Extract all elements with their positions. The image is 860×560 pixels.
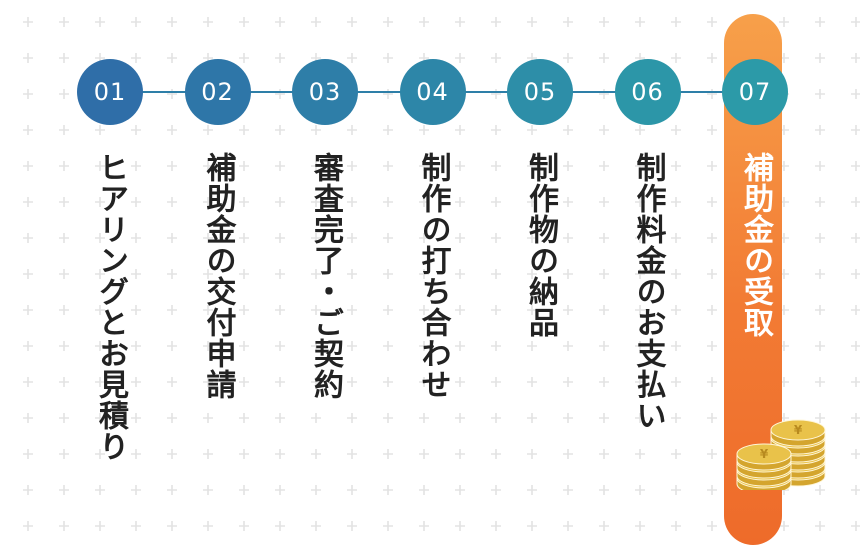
step-label: 制作料金のお支払い <box>630 152 666 431</box>
step-06: 06 制作料金のお支払い <box>614 59 681 431</box>
step-label: 補助金の交付申請 <box>200 152 236 400</box>
step-02: 02 補助金の交付申請 <box>184 59 251 400</box>
step-number-circle: 03 <box>292 59 358 125</box>
step-label: 補助金の受取 <box>738 152 773 338</box>
step-number-circle: 06 <box>614 59 681 125</box>
step-01: 01 ヒアリングとお見積り <box>77 59 143 462</box>
step-label: 審査完了・ご契約 <box>308 152 343 400</box>
step-04: 04 制作の打ち合わせ <box>399 59 466 400</box>
step-number-circle: 01 <box>77 59 143 125</box>
step-label: 制作物の納品 <box>523 152 558 338</box>
yen-coin-stack-icon: ¥ ¥ <box>736 419 826 490</box>
step-03: 03 審査完了・ご契約 <box>292 59 358 400</box>
step-label: ヒアリングとお見積り <box>93 152 128 462</box>
step-label: 制作の打ち合わせ <box>415 152 451 400</box>
step-05: 05 制作物の納品 <box>507 59 573 338</box>
step-07: 07 補助金の受取 <box>722 59 788 338</box>
svg-text:¥: ¥ <box>760 447 769 461</box>
step-number-circle: 05 <box>507 59 573 125</box>
step-number-circle: 07 <box>722 59 788 125</box>
svg-text:¥: ¥ <box>794 423 803 437</box>
step-number-circle: 04 <box>399 59 466 125</box>
step-number-circle: 02 <box>184 59 251 125</box>
